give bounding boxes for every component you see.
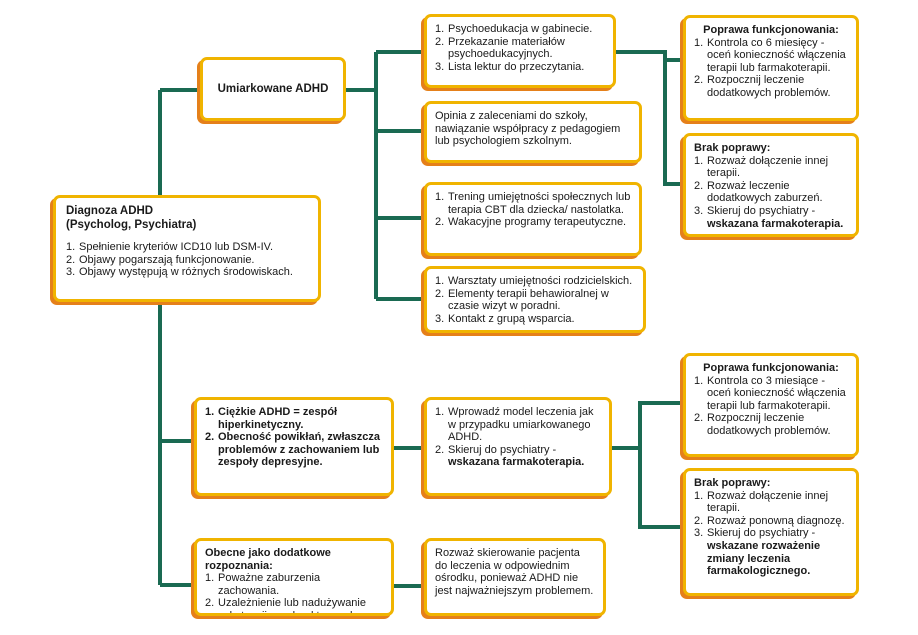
moderate-title: Umiarkowane ADHD — [217, 82, 329, 95]
list-item: 1.Rozważ dołączenie innej terapii. — [694, 489, 829, 515]
highlight-text: wskazane rozważenie zmiany leczenia farm… — [707, 539, 821, 578]
root-diagnosis-box: Diagnoza ADHD (Psycholog, Psychiatra) 1.… — [53, 195, 321, 302]
list-item: 1.Psychoedukacja w gabinecie. — [435, 23, 593, 35]
psychoeducation-list: 1.Psychoedukacja w gabinecie. 2.Przekaza… — [435, 23, 605, 73]
connector-paths — [158, 50, 683, 588]
comorbid-list: 1.Poważne zaburzenia zachowania. 2.Uzale… — [205, 572, 383, 616]
severe-no-improvement-box: Brak poprawy: 1.Rozważ dołączenie innej … — [683, 468, 859, 596]
list-item: 1.Kontrola co 3 miesiące - oceń konieczn… — [694, 374, 846, 412]
moderate-improvement-box: Poprawa funkcjonowania: 1.Kontrola co 6 … — [683, 15, 859, 121]
list-item: 1.Trening umiejętności społecznych lub t… — [435, 191, 631, 216]
list-item: 1.Kontrola co 6 miesięcy - oceń konieczn… — [694, 36, 846, 74]
list-item: 2.Elementy terapii behawioralnej w czasi… — [435, 287, 609, 313]
school-text: Opinia z zaleceniami do szkoły, nawiązan… — [435, 110, 621, 148]
moderate-improvement-list: 1.Kontrola co 6 miesięcy - oceń konieczn… — [694, 37, 848, 100]
moderate-psychoeducation-box: 1.Psychoedukacja w gabinecie. 2.Przekaza… — [424, 14, 616, 88]
moderate-social-skills-box: 1.Trening umiejętności społecznych lub t… — [424, 182, 642, 256]
list-item: 1.Poważne zaburzenia zachowania. — [205, 572, 321, 597]
moderate-school-box: Opinia z zaleceniami do szkoły, nawiązan… — [424, 101, 642, 163]
list-item: 2.Rozważ ponowną diagnozę. — [694, 514, 845, 527]
list-item: 3.Objawy występują w różnych środowiskac… — [66, 266, 293, 279]
moderate-adhd-box: Umiarkowane ADHD — [200, 57, 346, 121]
moderate-no-improvement-title: Brak poprawy: — [694, 142, 771, 154]
list-item: 2.Rozpocznij leczenie dodatkowych proble… — [694, 412, 831, 437]
list-item: 2.Rozważ leczenie dodatkowych zaburzeń. — [694, 179, 823, 205]
severe-criteria-list: 1.Ciężkie ADHD = zespół hiperkinetyczny.… — [205, 406, 383, 469]
list-item: 3.Kontakt z grupą wsparcia. — [435, 312, 575, 325]
root-criteria-list: 1.Spełnienie kryteriów ICD10 lub DSM-IV.… — [66, 241, 308, 279]
list-item: 1.Warsztaty umiejętności rodzicielskich. — [435, 275, 633, 287]
severe-improvement-title: Poprawa funkcjonowania: — [703, 362, 839, 374]
parenting-list: 1.Warsztaty umiejętności rodzicielskich.… — [435, 275, 635, 325]
list-item: 2.Skieruj do psychiatry - wskazana farma… — [435, 443, 585, 469]
box1-to-outcomes — [616, 50, 683, 186]
list-item: 3.Skieruj do psychiatry - wskazana farma… — [694, 204, 844, 230]
moderate-parenting-box: 1.Warsztaty umiejętności rodzicielskich.… — [424, 266, 646, 333]
severe-treatment-box: 1.Wprowadź model leczenia jak w przypadk… — [424, 397, 612, 496]
severe-treatment-list: 1.Wprowadź model leczenia jak w przypadk… — [435, 406, 601, 469]
comorbid-action-box: Rozważ skierowanie pacjenta do leczenia … — [424, 538, 606, 616]
moderate-no-improvement-box: Brak poprawy: 1.Rozważ dołączenie innej … — [683, 133, 859, 237]
list-item: 1.Spełnienie kryteriów ICD10 lub DSM-IV. — [66, 241, 274, 253]
list-item: 1.Rozważ dołączenie innej terapii. — [694, 154, 829, 180]
highlight-text: wskazana farmakoterapia — [707, 217, 841, 230]
severe-no-improvement-title: Brak poprawy: — [694, 477, 771, 489]
severe-no-improvement-list: 1.Rozważ dołączenie innej terapii. 2.Roz… — [694, 490, 848, 578]
list-item: 1.Ciężkie ADHD = zespół hiperkinetyczny. — [205, 406, 338, 431]
severe-improvement-box: Poprawa funkcjonowania: 1.Kontrola co 3 … — [683, 353, 859, 457]
highlight-text: wskazana farmakoterapia — [448, 456, 582, 469]
list-item: 2.Uzależnienie lub nadużywanie substancj… — [205, 597, 366, 616]
list-item: 2.Obecność powikłań, zwłaszcza problemów… — [205, 431, 380, 469]
comorbid-action-text: Rozważ skierowanie pacjenta do leczenia … — [435, 547, 594, 597]
severe-adhd-box: 1.Ciężkie ADHD = zespół hiperkinetyczny.… — [194, 397, 394, 496]
mid-to-noimprove — [638, 448, 683, 529]
comorbid-title: Obecne jako dodatkowe rozpoznania: — [205, 547, 331, 572]
mid-to-outcomes — [612, 401, 683, 450]
root-subtitle: (Psycholog, Psychiatra) — [66, 218, 197, 231]
list-item: 2.Objawy pogarszają funkcjonowanie. — [66, 253, 255, 266]
social-skills-list: 1.Trening umiejętności społecznych lub t… — [435, 191, 631, 229]
list-item: 2.Rozpocznij leczenie dodatkowych proble… — [694, 74, 831, 99]
list-item: 3.Skieruj do psychiatry - wskazane rozwa… — [694, 527, 821, 578]
list-item: 1.Wprowadź model leczenia jak w przypadk… — [435, 406, 594, 444]
list-item: 2.Przekazanie materiałów psychoedukacyjn… — [435, 35, 565, 61]
comorbid-box: Obecne jako dodatkowe rozpoznania: 1.Pow… — [194, 538, 394, 616]
list-item: 3.Lista lektur do przeczytania. — [435, 60, 585, 73]
moderate-improvement-title: Poprawa funkcjonowania: — [703, 24, 839, 36]
moderate-no-improvement-list: 1.Rozważ dołączenie innej terapii. 2.Roz… — [694, 155, 848, 231]
list-item: 2.Wakacyjne programy terapeutyczne. — [435, 216, 627, 229]
severe-improvement-list: 1.Kontrola co 3 miesiące - oceń konieczn… — [694, 375, 848, 438]
root-title: Diagnoza ADHD — [66, 205, 154, 217]
